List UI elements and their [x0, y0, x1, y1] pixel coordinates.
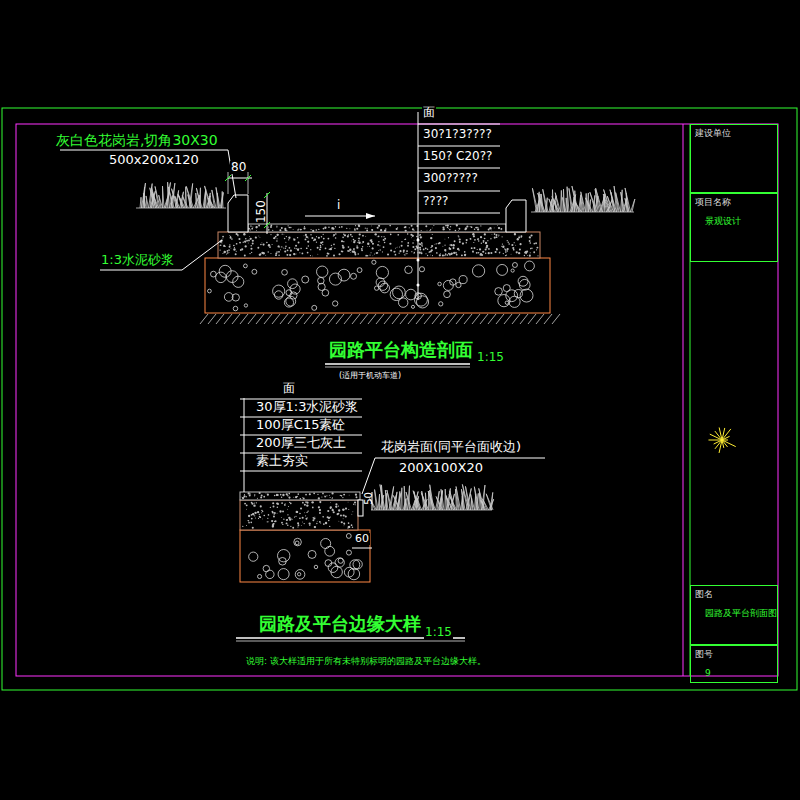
dimension-text: 150 — [255, 199, 268, 224]
paving-layer — [248, 224, 506, 232]
leader-line — [100, 270, 182, 271]
title-block-cell: 图号 9 — [690, 645, 778, 683]
layer-note: 30厚1:3水泥砂浆 — [255, 400, 359, 414]
size-callout: 500x200x120 — [108, 153, 200, 167]
layer-note: 200厚三七灰土 — [255, 436, 347, 450]
layer-note: 30?1?3???? — [422, 128, 493, 141]
lime-soil-hatch — [249, 534, 363, 580]
concrete-layer — [240, 500, 358, 530]
base-layer — [205, 258, 550, 313]
concrete-hatch — [242, 501, 356, 529]
dimension-text: 50 — [363, 491, 374, 506]
field-heading: 图号 — [695, 649, 773, 660]
leader-dot — [417, 259, 420, 262]
title-block-cell: 图名园路及平台剖面图 — [690, 585, 778, 645]
material-callout: 1:3水泥砂浆 — [100, 253, 175, 267]
base-layer — [240, 530, 370, 582]
layer-note: ???? — [422, 195, 449, 208]
lime-soil-hatch — [208, 260, 535, 311]
title-block-line — [683, 124, 684, 676]
concrete-hatch — [248, 224, 502, 232]
slope-label: i — [336, 199, 341, 212]
leader-line — [362, 458, 375, 494]
leader-line — [60, 150, 228, 151]
title-block-cell: 项目名称景观设计 — [690, 193, 778, 262]
edge-stone — [358, 500, 363, 516]
section-subtitle: (适用于机动车道) — [338, 372, 402, 381]
note-text: 说明: 该大样适用于所有未特别标明的园路及平台边缘大样。 — [245, 657, 487, 667]
title-underline — [325, 367, 470, 368]
field-heading: 图名 — [695, 589, 773, 600]
grass-symbol — [531, 186, 635, 212]
earth-hatch — [200, 314, 560, 324]
leader-line — [418, 191, 500, 192]
grass-symbol — [370, 484, 494, 510]
leader-line — [418, 146, 500, 147]
leader-line — [418, 124, 500, 125]
leader-line — [418, 168, 500, 169]
layer-heading: 面 — [282, 382, 296, 395]
dimension-line — [248, 172, 249, 194]
layer-note: 300????? — [422, 172, 479, 185]
material-callout: 花岗岩面(同平台面收边) — [380, 440, 522, 454]
concrete-hatch — [219, 233, 538, 257]
layer-note: 素土夯实 — [255, 454, 309, 468]
section-title: 园路平台构造剖面 — [328, 340, 474, 360]
concrete-hatch — [241, 492, 358, 500]
field-heading: 项目名称 — [695, 197, 773, 208]
sheet-border — [2, 108, 797, 690]
logo-symbol — [708, 427, 735, 452]
leader-line — [418, 213, 500, 214]
field-value: 9 — [695, 668, 773, 679]
dimension-tick — [264, 192, 270, 198]
slope-arrowhead — [366, 213, 375, 219]
leader-line — [375, 458, 545, 459]
leader-line — [240, 471, 362, 472]
layer-note: 100厚C15素砼 — [255, 418, 346, 432]
material-callout: 灰白色花岗岩,切角30X30 — [55, 133, 219, 148]
leader-dot — [417, 239, 420, 242]
size-callout: 200X100X20 — [398, 461, 484, 475]
dimension-tick — [225, 175, 231, 181]
section-title: 园路及平台边缘大样 — [258, 614, 422, 634]
field-value: 景观设计 — [695, 216, 773, 227]
leader-line — [182, 240, 222, 270]
inner-border — [16, 124, 778, 676]
field-heading: 建设单位 — [695, 128, 773, 139]
dimension-line — [352, 548, 372, 549]
concrete-layer — [218, 232, 540, 258]
curb-stone — [506, 200, 526, 232]
scale-text: 1:15 — [424, 626, 453, 639]
grass-symbol — [136, 182, 226, 208]
title-underline — [325, 363, 470, 365]
paving-layer — [240, 492, 360, 500]
leader-line — [418, 112, 419, 300]
field-value: 园路及平台剖面图 — [695, 608, 773, 619]
leader-dot — [417, 284, 420, 287]
dimension-text: 60 — [354, 533, 370, 545]
dimension-text: 80 — [230, 161, 247, 174]
scale-text: 1:15 — [476, 351, 505, 364]
title-underline — [236, 641, 465, 642]
layer-note: 150? C20?? — [422, 150, 493, 163]
curb-stone — [228, 195, 248, 232]
slope-arrow — [305, 216, 375, 217]
title-block-cell: 建设单位 — [690, 124, 778, 193]
dimension-line — [228, 172, 229, 194]
leader-line — [244, 398, 245, 492]
dimension-tick — [245, 175, 251, 181]
layer-heading: 面 — [422, 106, 436, 119]
